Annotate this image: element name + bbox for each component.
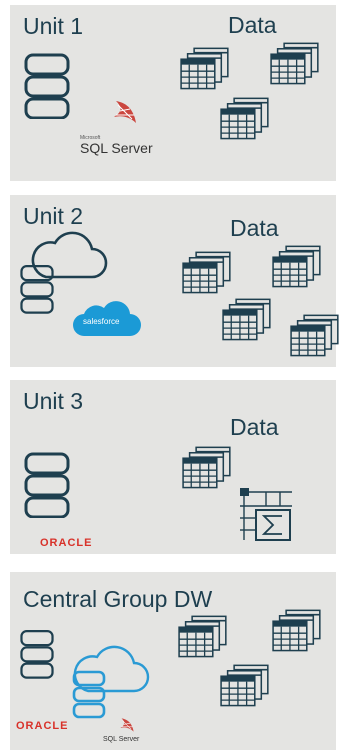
oracle-logo: ORACLE	[40, 537, 93, 549]
cloud-icon	[73, 645, 150, 693]
table-icon	[272, 245, 322, 289]
table-icon	[180, 47, 230, 91]
unit-title: Central Group DW	[23, 586, 213, 612]
database-icon	[20, 264, 54, 314]
sum-icon	[240, 488, 292, 541]
table-icon	[182, 251, 232, 295]
salesforce-label: salesforce	[83, 317, 120, 326]
central-dw-panel: Central Group DW ORACLE SQL Server	[10, 572, 336, 750]
database-icon	[24, 53, 70, 119]
data-label: Data	[230, 414, 279, 440]
sql-server-label: SQL Server	[80, 140, 153, 156]
table-icon	[220, 97, 270, 141]
table-icon	[290, 314, 340, 358]
sql-server-label: SQL Server	[103, 736, 140, 743]
table-icon	[272, 609, 322, 653]
oracle-logo: ORACLE	[16, 720, 69, 732]
table-icon	[222, 298, 272, 342]
unit-title: Unit 3	[23, 388, 84, 414]
unit-2-panel: Unit 2 Data salesforce	[10, 195, 336, 367]
unit-title: Unit 1	[23, 13, 84, 39]
sql-server-logo	[110, 97, 140, 127]
unit-1-panel: Unit 1 Data Microsoft SQL Server	[10, 5, 336, 181]
sql-server-logo	[118, 716, 136, 734]
unit-title: Unit 2	[23, 203, 84, 229]
table-icon	[182, 446, 232, 490]
data-label: Data	[230, 215, 279, 241]
data-label: Data	[228, 12, 277, 38]
table-icon	[270, 42, 320, 86]
table-icon	[178, 615, 228, 659]
salesforce-logo	[73, 301, 141, 336]
microsoft-label: Microsoft	[80, 135, 101, 141]
unit-3-panel: Unit 3 Data ORACLE	[10, 380, 336, 554]
database-icon	[20, 626, 54, 682]
database-icon	[24, 452, 70, 518]
database-icon	[72, 670, 106, 719]
table-icon	[220, 664, 270, 708]
